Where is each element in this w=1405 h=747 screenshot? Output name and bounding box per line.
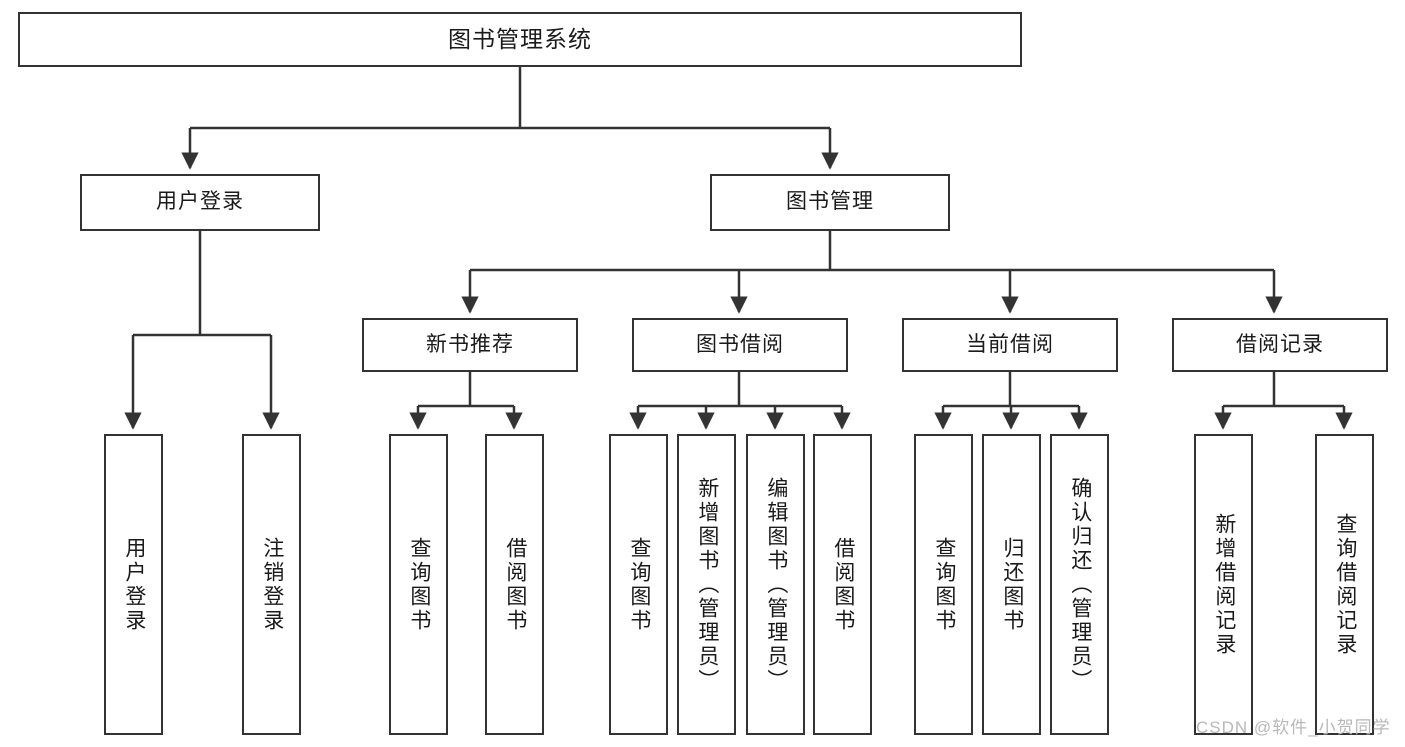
- node-label: 借阅记录: [1236, 332, 1324, 356]
- node-label: 图书借阅: [696, 332, 784, 356]
- node-label: 查询图书: [627, 536, 651, 633]
- watermark: CSDN @软件_小贺同学: [1196, 718, 1391, 737]
- node-label: 编辑图书（管理员）: [764, 476, 788, 693]
- leaf-return-book[interactable]: 归还图书: [982, 434, 1041, 735]
- leaf-borrow-book-recommend[interactable]: 借阅图书: [485, 434, 544, 735]
- node-label: 借阅图书: [503, 536, 527, 633]
- node-label: 用户登录: [122, 536, 146, 633]
- leaf-add-book-admin[interactable]: 新增图书（管理员）: [677, 434, 736, 735]
- node-label: 查询借阅记录: [1333, 512, 1357, 657]
- node-label: 归还图书: [1000, 536, 1024, 633]
- node-label: 新增借阅记录: [1212, 512, 1236, 657]
- node-label: 图书管理: [786, 190, 874, 214]
- node-label: 当前借阅: [966, 332, 1054, 356]
- leaf-user-login[interactable]: 用户登录: [104, 434, 163, 735]
- node-label: 注销登录: [260, 536, 284, 633]
- leaf-query-book-borrow[interactable]: 查询图书: [609, 434, 668, 735]
- leaf-query-book-current[interactable]: 查询图书: [914, 434, 973, 735]
- node-label: 新增图书（管理员）: [695, 476, 719, 693]
- node-label: 借阅图书: [831, 536, 855, 633]
- leaf-query-borrow-record[interactable]: 查询借阅记录: [1315, 434, 1374, 735]
- leaf-confirm-return-admin[interactable]: 确认归还（管理员）: [1050, 434, 1109, 735]
- node-book-management[interactable]: 图书管理: [710, 174, 950, 231]
- node-label: 确认归还（管理员）: [1068, 476, 1092, 693]
- leaf-borrow-book[interactable]: 借阅图书: [813, 434, 872, 735]
- node-label: 查询图书: [407, 536, 431, 633]
- node-label: 用户登录: [156, 190, 244, 214]
- node-label: 图书管理系统: [448, 25, 592, 52]
- node-book-borrow[interactable]: 图书借阅: [632, 318, 848, 372]
- leaf-query-book-recommend[interactable]: 查询图书: [389, 434, 448, 735]
- node-borrow-record[interactable]: 借阅记录: [1172, 318, 1388, 372]
- leaf-edit-book-admin[interactable]: 编辑图书（管理员）: [746, 434, 805, 735]
- node-root-book-management-system[interactable]: 图书管理系统: [18, 12, 1022, 67]
- node-new-book-recommend[interactable]: 新书推荐: [362, 318, 578, 372]
- node-user-login[interactable]: 用户登录: [80, 174, 320, 231]
- node-current-borrow[interactable]: 当前借阅: [902, 318, 1118, 372]
- leaf-logout[interactable]: 注销登录: [242, 434, 301, 735]
- leaf-add-borrow-record[interactable]: 新增借阅记录: [1194, 434, 1253, 735]
- node-label: 新书推荐: [426, 332, 514, 356]
- node-label: 查询图书: [932, 536, 956, 633]
